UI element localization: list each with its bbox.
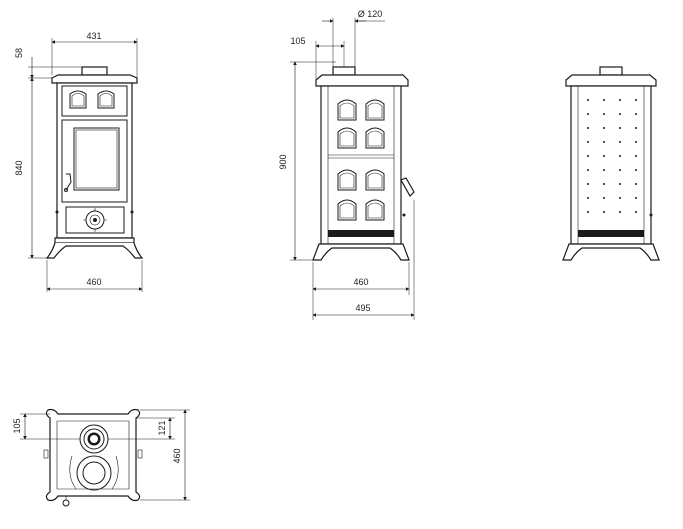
dim-side-flue-diameter: Ø 120 [358, 9, 383, 19]
rear-rivet [619, 99, 621, 101]
front-door-glass [73, 127, 120, 191]
top-cook-plate-outer [76, 455, 112, 491]
rear-rivet [603, 197, 605, 199]
rear-rivet [619, 127, 621, 129]
dim-front-height: 840 [14, 160, 24, 175]
front-top-plate [51, 74, 138, 84]
rear-body [570, 85, 652, 245]
rear-rivet [603, 211, 605, 213]
rear-rivet [603, 99, 605, 101]
side-top-plate [315, 74, 409, 87]
front-upper-tile-left [69, 90, 87, 109]
rear-rivet [635, 155, 637, 157]
side-flue-collar [332, 66, 356, 76]
top-cook-plate-inner [82, 461, 106, 485]
rear-rivet [635, 211, 637, 213]
rear-rivet [619, 113, 621, 115]
rear-rivet [587, 197, 589, 199]
rear-rivet [619, 141, 621, 143]
side-tiles [337, 99, 385, 221]
rear-view [562, 66, 660, 261]
front-door-handle [65, 173, 72, 191]
dim-front-width-base: 460 [86, 277, 101, 287]
rear-rivet [587, 127, 589, 129]
rear-rivet [635, 169, 637, 171]
rear-rivet [635, 197, 637, 199]
rear-rivet [587, 183, 589, 185]
side-legs [312, 243, 410, 261]
front-base-skirt [54, 237, 135, 244]
rear-rivet [587, 169, 589, 171]
side-dimensions: Ø 120 105 900 460 495 [278, 9, 415, 320]
rear-rivet [587, 113, 589, 115]
side-body [320, 85, 402, 245]
dim-side-flue-offset: 105 [290, 36, 305, 46]
rear-rivet [635, 183, 637, 185]
front-upper-panel [61, 85, 128, 117]
rear-rivet [603, 113, 605, 115]
rear-rivet [635, 113, 637, 115]
dim-top-depth: 460 [172, 448, 182, 463]
rear-legs [562, 243, 660, 261]
rear-rivet [619, 183, 621, 185]
rear-dark-band [578, 230, 644, 237]
rear-rivet [587, 211, 589, 213]
rear-rivet [603, 155, 605, 157]
front-fire-door [61, 119, 128, 203]
rear-rivet-grid [587, 99, 637, 213]
top-plate-outline [45, 408, 141, 502]
rear-rivet [587, 155, 589, 157]
rear-top-plate [565, 74, 657, 87]
dim-side-depth-total: 495 [355, 303, 370, 313]
dim-front-width-top: 431 [86, 31, 101, 41]
rear-rivet [619, 155, 621, 157]
dim-side-depth-base: 460 [353, 277, 368, 287]
rear-rivet [603, 127, 605, 129]
top-view [43, 408, 143, 507]
top-inner-outline [56, 420, 130, 490]
front-dimensions: 431 58 840 460 [14, 31, 143, 292]
rear-rivet [603, 169, 605, 171]
front-flue-collar [81, 66, 108, 76]
rear-rivet [587, 99, 589, 101]
front-legs [45, 242, 144, 259]
side-dark-band [328, 230, 394, 237]
rear-flue-collar [599, 66, 623, 76]
dim-side-height: 900 [278, 154, 288, 169]
rear-rivet [587, 141, 589, 143]
dim-front-top-height: 58 [14, 48, 24, 58]
rear-rivet [635, 127, 637, 129]
rear-rivet [635, 141, 637, 143]
front-upper-tile-right [97, 90, 115, 109]
dim-top-flue-offset-left: 105 [12, 418, 22, 433]
side-door-handle [400, 177, 415, 197]
top-dimensions: 105 121 460 [12, 409, 190, 501]
rear-rivet [619, 197, 621, 199]
front-view [45, 66, 144, 259]
front-ash-drawer [65, 206, 125, 234]
rear-rivet [619, 211, 621, 213]
rear-rivet [603, 183, 605, 185]
side-view [312, 66, 415, 261]
top-door-knob [62, 499, 70, 507]
dim-top-flue-offset-right: 121 [157, 420, 167, 435]
top-flue-inner [83, 428, 105, 450]
rear-rivet [603, 141, 605, 143]
rear-rivet [635, 99, 637, 101]
rear-rivet [619, 169, 621, 171]
